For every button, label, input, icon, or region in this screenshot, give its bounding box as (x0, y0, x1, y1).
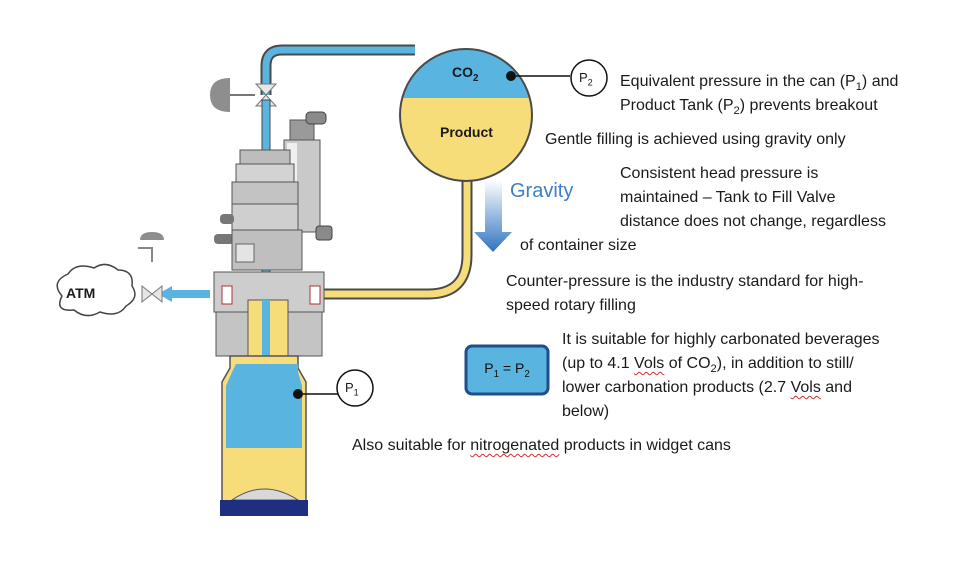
gauge-p2-letter: P (579, 70, 588, 85)
co2-line (260, 44, 415, 95)
note-carb-l1: It is suitable for highly carbonated bev… (562, 331, 880, 348)
note-head-l2: maintained – Tank to Fill Valve (620, 189, 836, 206)
note-carb-l3c: and (820, 379, 852, 396)
note-head-pressure-end: of container size (520, 237, 637, 254)
can-base (220, 500, 308, 516)
note-pressure-c: Product Tank (P (620, 97, 734, 114)
can (220, 355, 338, 516)
gravity-arrow (474, 180, 512, 252)
equation-box (464, 344, 550, 396)
gauge-p2-sub: 2 (587, 77, 593, 88)
note-carb-l4: below) (562, 403, 610, 420)
note-carb-l3b: Vols (790, 379, 821, 396)
note-carb-l2b: Vols (634, 355, 665, 372)
note-nitro-c: products in widget cans (559, 437, 731, 454)
eq-right-sub: 2 (524, 368, 530, 380)
gauge-p1-letter: P (345, 380, 354, 395)
eq-sign: = (502, 360, 512, 376)
note-head-l3: distance does not change, regardless (620, 213, 886, 230)
note-pressure: Equivalent pressure in the can (P1) and … (620, 70, 950, 118)
note-nitrogen: Also suitable for nitrogenated products … (352, 434, 731, 458)
note-pressure-a: Equivalent pressure in the can (P (620, 73, 856, 90)
note-nitro-a: Also suitable for (352, 437, 471, 454)
tank-co2-label: CO2 (452, 64, 478, 83)
eq-right-letter: P (514, 360, 525, 376)
gravity-label: Gravity (510, 180, 574, 202)
co2-subscript: 2 (473, 72, 479, 84)
gauge-p1-circle (336, 369, 374, 407)
gauge-p1-sub: 1 (353, 387, 359, 398)
note-pressure-b: ) and (861, 73, 899, 90)
gauge-p1-label: P1 (345, 380, 359, 398)
note-head-l1: Consistent head pressure is (620, 165, 819, 182)
product-line (300, 168, 473, 300)
eq-left-sub: 1 (493, 368, 500, 380)
note-head-pressure: Consistent head pressure is maintained –… (620, 162, 940, 234)
note-carb-l2c: of CO (664, 355, 711, 372)
note-nitro-b: nitrogenated (470, 437, 560, 454)
note-gravity: Gentle filling is achieved using gravity… (545, 131, 846, 148)
note-carb-l2sub: 2 (710, 363, 717, 376)
co2-text: CO (452, 64, 473, 80)
gauge-p2-label: P2 (579, 70, 593, 88)
note-carbonation: It is suitable for highly carbonated bev… (562, 328, 952, 424)
product-tank (399, 48, 570, 182)
equation-label: P1 = P2 (470, 360, 544, 379)
note-pressure-d: ) prevents breakout (739, 97, 878, 114)
atm-cloud (56, 263, 136, 317)
note-pressure-sub2: 2 (733, 105, 740, 118)
note-counter-l1: Counter-pressure is the industry standar… (506, 273, 864, 290)
note-counter-pressure: Counter-pressure is the industry standar… (506, 270, 926, 318)
note-carb-l2a: (up to 4.1 (562, 355, 635, 372)
note-counter-l2: speed rotary filling (506, 297, 636, 314)
tank-product-label: Product (440, 124, 493, 140)
gauge-p2-circle (570, 59, 608, 97)
eq-left-letter: P (484, 360, 494, 376)
atm-label: ATM (66, 285, 96, 301)
fill-valve (138, 78, 333, 359)
note-carb-l3a: lower carbonation products (2.7 (562, 379, 791, 396)
note-carb-l2d: ), in addition to still/ (716, 355, 854, 372)
note-pressure-sub1: 1 (855, 81, 862, 94)
